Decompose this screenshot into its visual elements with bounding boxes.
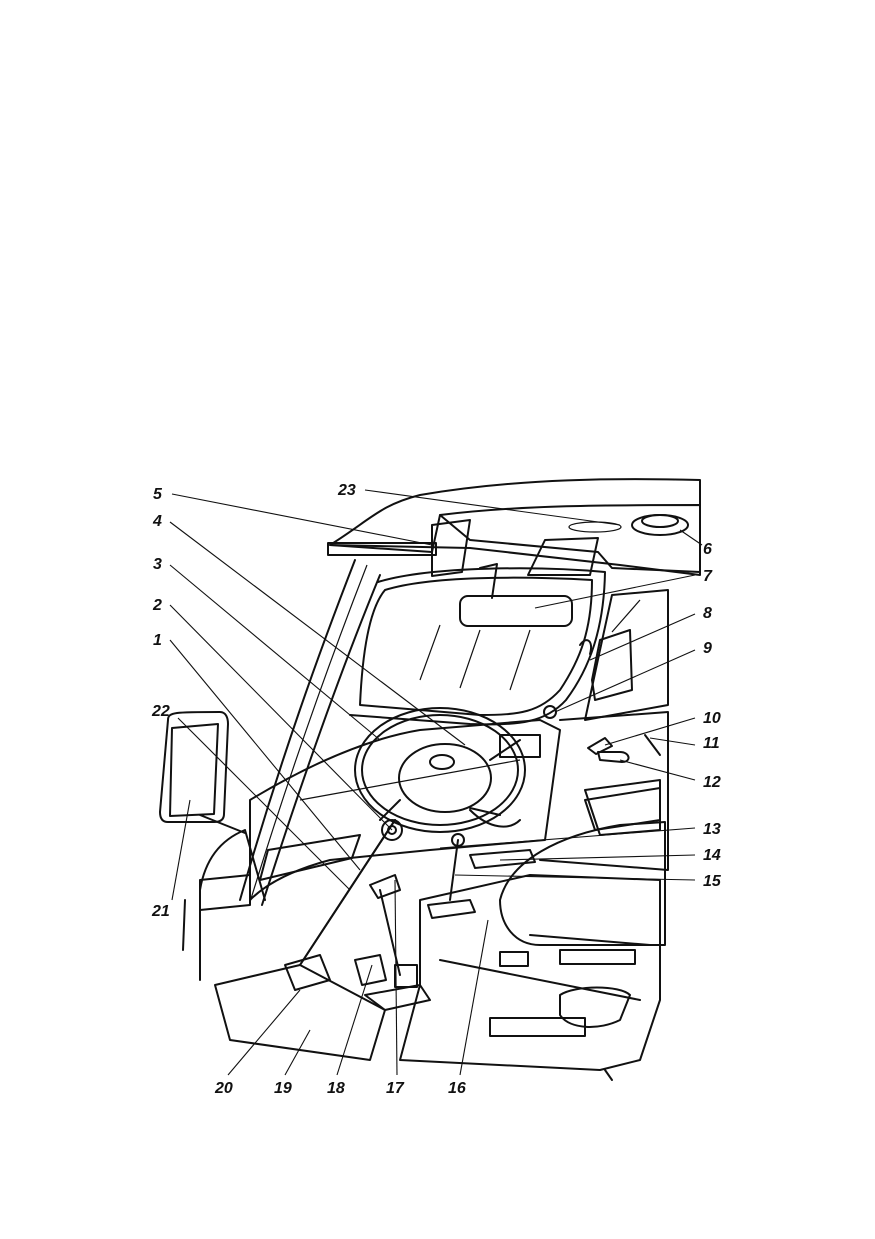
floor-mat bbox=[214, 964, 431, 1061]
callout-7: 7 bbox=[703, 568, 713, 585]
leader-3 bbox=[169, 564, 381, 741]
callout-3: 3 bbox=[153, 556, 162, 573]
leader-22 bbox=[177, 717, 351, 891]
leader-6 bbox=[679, 529, 703, 546]
callout-10: 10 bbox=[703, 710, 721, 727]
leader-7 bbox=[534, 574, 696, 609]
callout-20: 20 bbox=[214, 1080, 233, 1097]
callout-numbers: 5 4 3 2 1 22 21 23 6 7 8 9 10 11 12 13 1… bbox=[151, 482, 722, 1097]
leader-16 bbox=[459, 919, 489, 1076]
callout-1: 1 bbox=[153, 632, 162, 649]
leader-17 bbox=[394, 879, 398, 1076]
steering-column bbox=[299, 819, 403, 966]
leader-21 bbox=[171, 799, 191, 901]
leader-23 bbox=[364, 489, 621, 526]
cab-side bbox=[182, 829, 266, 981]
callout-21: 21 bbox=[151, 903, 170, 920]
callout-17: 17 bbox=[386, 1080, 405, 1097]
leader-14 bbox=[499, 854, 696, 861]
windshield bbox=[349, 567, 606, 726]
leader-1 bbox=[169, 639, 361, 871]
callout-2: 2 bbox=[152, 597, 162, 614]
roof bbox=[327, 478, 701, 576]
callout-8: 8 bbox=[703, 605, 712, 622]
callout-6: 6 bbox=[703, 541, 712, 558]
seat bbox=[499, 779, 666, 946]
callout-4: 4 bbox=[152, 513, 162, 530]
leader-18 bbox=[336, 964, 373, 1076]
leader-lines bbox=[169, 489, 703, 1076]
leader-19 bbox=[284, 1029, 311, 1076]
rear-view-mirror bbox=[459, 563, 573, 627]
leader-5 bbox=[171, 493, 433, 546]
leader-10 bbox=[604, 717, 696, 746]
leader-4 bbox=[169, 521, 466, 746]
sun-visors bbox=[431, 519, 599, 577]
callout-11: 11 bbox=[703, 735, 720, 752]
steering-wheel bbox=[354, 707, 526, 833]
callout-22: 22 bbox=[151, 703, 170, 720]
callout-14: 14 bbox=[703, 847, 721, 864]
leader-20 bbox=[227, 989, 301, 1076]
side-mirror bbox=[159, 711, 246, 834]
leader-9 bbox=[554, 649, 696, 713]
dome-light bbox=[568, 514, 689, 536]
callout-18: 18 bbox=[327, 1080, 345, 1097]
side-window bbox=[543, 589, 669, 721]
callout-5: 5 bbox=[153, 486, 163, 503]
leader-8 bbox=[589, 613, 696, 661]
leader-11 bbox=[649, 737, 696, 746]
gear-lever bbox=[427, 833, 536, 919]
leader-13 bbox=[439, 827, 696, 849]
callout-9: 9 bbox=[703, 640, 712, 657]
callout-16: 16 bbox=[448, 1080, 466, 1097]
leader-2 bbox=[169, 604, 393, 831]
callout-23: 23 bbox=[337, 482, 356, 499]
pedals bbox=[284, 889, 418, 991]
floor-tunnel bbox=[399, 874, 661, 1081]
callout-19: 19 bbox=[274, 1080, 292, 1097]
a-pillar bbox=[239, 559, 381, 906]
leader-12 bbox=[619, 759, 696, 781]
callout-15: 15 bbox=[703, 873, 722, 890]
callout-13: 13 bbox=[703, 821, 721, 838]
dashboard bbox=[249, 719, 561, 901]
callout-12: 12 bbox=[703, 774, 721, 791]
leader-15 bbox=[454, 874, 696, 881]
